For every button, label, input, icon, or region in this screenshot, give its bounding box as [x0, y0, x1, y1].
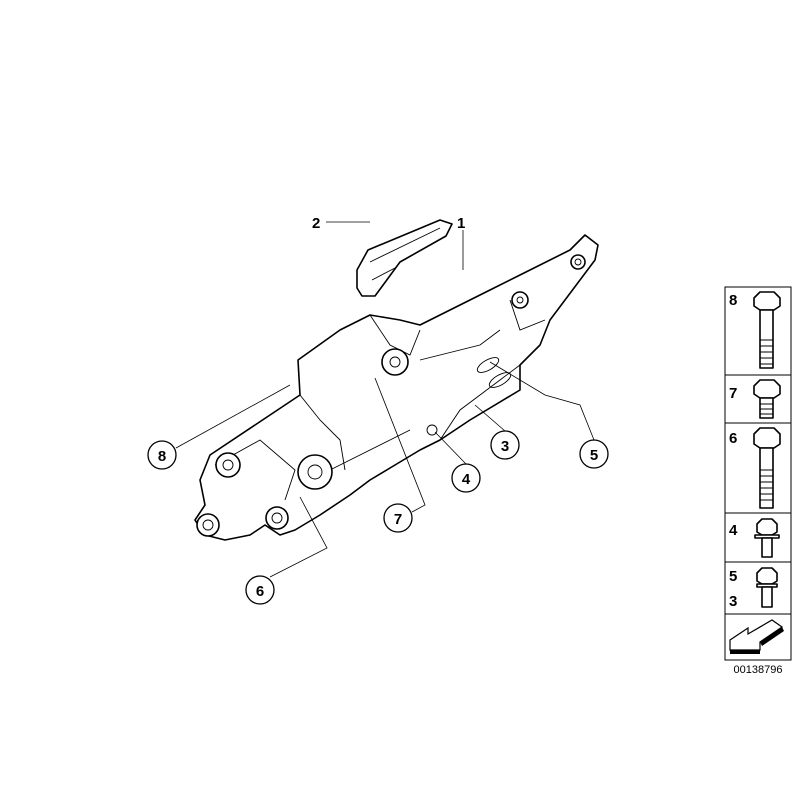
- bracket-part-1: [194, 234, 599, 541]
- part-number: 00138796: [734, 664, 783, 676]
- svg-text:5: 5: [729, 568, 737, 585]
- direction-arrow-icon: [729, 619, 784, 654]
- svg-text:8: 8: [158, 448, 166, 465]
- callout-2: 2: [312, 215, 320, 232]
- svg-text:4: 4: [729, 522, 738, 539]
- svg-text:3: 3: [729, 593, 737, 610]
- svg-text:8: 8: [729, 292, 737, 309]
- svg-text:6: 6: [256, 583, 264, 600]
- svg-text:7: 7: [394, 511, 402, 528]
- fastener-legend-panel: 8 7 6 4 5 3: [724, 286, 792, 661]
- svg-text:6: 6: [729, 430, 737, 447]
- svg-text:4: 4: [462, 471, 471, 488]
- callout-1: 1: [457, 215, 465, 232]
- callout-5: 5: [579, 439, 609, 469]
- svg-text:7: 7: [729, 385, 737, 402]
- callout-8: 8: [147, 440, 177, 470]
- svg-text:1: 1: [457, 215, 465, 232]
- svg-text:2: 2: [312, 215, 320, 232]
- callout-4: 4: [451, 463, 481, 493]
- callout-6: 6: [245, 575, 275, 605]
- flange-hex-bolt-small-icon: [756, 567, 778, 608]
- svg-text:5: 5: [590, 447, 598, 464]
- leader-lines: [175, 221, 595, 578]
- long-hex-bolt-icon: [753, 427, 781, 509]
- long-hex-bolt-icon: [753, 291, 781, 369]
- svg-text:3: 3: [501, 438, 509, 455]
- gasket-part-2: [356, 219, 453, 297]
- callout-3: 3: [490, 430, 520, 460]
- short-hex-bolt-icon: [753, 379, 781, 419]
- flange-hex-bolt-icon: [754, 518, 780, 558]
- callout-7: 7: [383, 503, 413, 533]
